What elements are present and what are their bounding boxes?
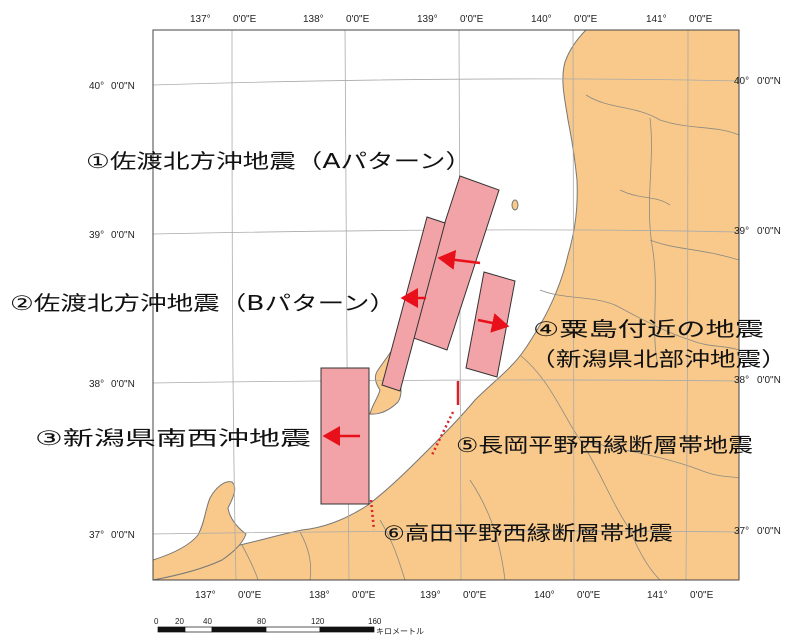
scale-tick-160: 160 bbox=[368, 617, 382, 626]
active-fault-traces bbox=[369, 381, 460, 531]
scale-tick-40: 40 bbox=[203, 617, 212, 626]
lat-37-dm: 0'0"N bbox=[111, 530, 135, 541]
lat-40-deg-right: 40° bbox=[734, 76, 749, 87]
lon-138-deg: 138° bbox=[303, 14, 324, 25]
lon-139-deg: 139° bbox=[417, 14, 438, 25]
lat-labels-left: 40° 0'0"N 39° 0'0"N 38° 0'0"N 37° 0'0"N bbox=[89, 81, 135, 541]
lat-38-deg-right: 38° bbox=[734, 375, 749, 386]
scale-tick-20: 20 bbox=[175, 617, 184, 626]
lon-141-deg-bottom: 141° bbox=[647, 590, 668, 601]
displacement-arrows bbox=[322, 249, 510, 446]
lat-labels-right: 40° 0'0"N 39° 0'0"N 38° 0'0"N 37° 0'0"N bbox=[734, 76, 781, 537]
lon-140-deg-bottom: 140° bbox=[534, 590, 555, 601]
lon-138-dm-bottom: 0'0"E bbox=[352, 590, 376, 601]
scale-tick-120: 120 bbox=[311, 617, 325, 626]
lon-137-deg: 137° bbox=[190, 14, 211, 25]
lat-39-dm-right: 0'0"N bbox=[757, 226, 781, 237]
eq-label-1: ①佐渡北方沖地震（Aパターン） bbox=[86, 149, 472, 173]
scale-unit: キロメートル bbox=[376, 627, 424, 636]
lat-39-deg: 39° bbox=[89, 230, 104, 241]
lon-139-dm-bottom: 0'0"E bbox=[463, 590, 487, 601]
lon-140-dm-bottom: 0'0"E bbox=[577, 590, 601, 601]
awashima-island bbox=[511, 199, 519, 211]
lon-141-dm: 0'0"E bbox=[689, 14, 713, 25]
takada-fault bbox=[369, 499, 376, 531]
map-frame bbox=[152, 29, 740, 581]
lon-138-deg-bottom: 138° bbox=[309, 590, 330, 601]
eq-label-6: ⑥高田平野西縁断層帯地震 bbox=[383, 521, 673, 545]
lat-38-deg: 38° bbox=[89, 379, 104, 390]
lat-38-dm-right: 0'0"N bbox=[757, 375, 781, 386]
eq-label-5: ⑤長岡平野西縁断層帯地震 bbox=[456, 433, 753, 457]
honshu-landmass bbox=[153, 30, 739, 580]
scale-bar: 0 20 40 80 120 160 キロメートル bbox=[154, 617, 424, 636]
lon-141-deg: 141° bbox=[646, 14, 667, 25]
eq-label-2: ②佐渡北方沖地震（Bパターン） bbox=[10, 291, 396, 315]
lon-137-deg-bottom: 137° bbox=[195, 590, 216, 601]
lon-139-deg-bottom: 139° bbox=[420, 590, 441, 601]
lat-37-deg-right: 37° bbox=[734, 526, 749, 537]
lat-37-dm-right: 0'0"N bbox=[757, 526, 781, 537]
lon-139-dm: 0'0"E bbox=[460, 14, 484, 25]
lat-40-deg: 40° bbox=[89, 81, 104, 92]
scale-tick-0: 0 bbox=[154, 617, 159, 626]
lon-labels-top: 137° 0'0"E 138° 0'0"E 139° 0'0"E 140° 0'… bbox=[190, 14, 713, 25]
lon-138-dm: 0'0"E bbox=[346, 14, 370, 25]
lat-37-deg: 37° bbox=[89, 530, 104, 541]
arrow-1 bbox=[437, 249, 481, 270]
lon-137-dm-bottom: 0'0"E bbox=[238, 590, 262, 601]
arrow-3 bbox=[477, 313, 510, 333]
scale-tick-80: 80 bbox=[257, 617, 266, 626]
lat-40-dm: 0'0"N bbox=[111, 81, 135, 92]
lon-140-dm: 0'0"E bbox=[574, 14, 598, 25]
eq-label-4: ④粟島付近の地震 bbox=[533, 317, 764, 341]
eq-label-3: ③新潟県南西沖地震 bbox=[35, 426, 311, 450]
lon-137-dm: 0'0"E bbox=[233, 14, 257, 25]
lat-39-deg-right: 39° bbox=[734, 226, 749, 237]
lon-labels-bottom: 137° 0'0"E 138° 0'0"E 139° 0'0"E 140° 0'… bbox=[195, 590, 714, 601]
lon-140-deg: 140° bbox=[531, 14, 552, 25]
lat-39-dm: 0'0"N bbox=[111, 230, 135, 241]
lon-141-dm-bottom: 0'0"E bbox=[690, 590, 714, 601]
prefecture-borders bbox=[241, 94, 739, 580]
lat-38-dm: 0'0"N bbox=[111, 379, 135, 390]
earthquake-labels: ①佐渡北方沖地震（Aパターン） ②佐渡北方沖地震（Bパターン） ③新潟県南西沖地… bbox=[10, 149, 787, 545]
eq-label-4-sub: （新潟県北部沖地震） bbox=[530, 347, 787, 371]
lat-40-dm-right: 0'0"N bbox=[757, 76, 781, 87]
